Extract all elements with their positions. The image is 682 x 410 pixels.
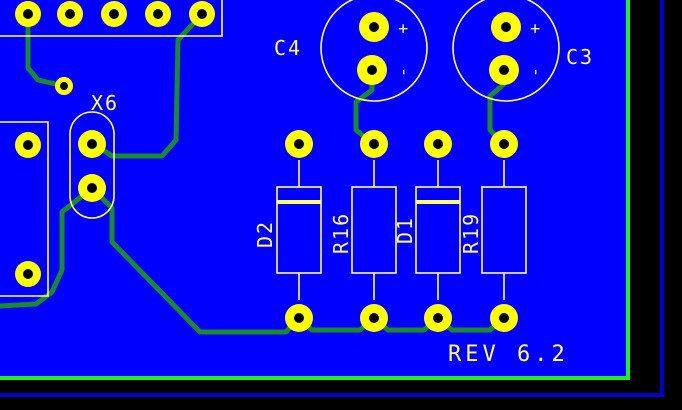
trace-header-to-via [25, 11, 67, 89]
header-pad[interactable] [101, 1, 127, 27]
d1-pad[interactable] [424, 304, 452, 332]
x6-ref-label: X6 [91, 91, 119, 115]
header-pad[interactable] [15, 1, 41, 27]
d1-pad[interactable] [424, 130, 452, 158]
c4-plus-label: + [398, 19, 408, 39]
d1-cathode-band [416, 200, 460, 204]
r16-pad[interactable] [360, 304, 388, 332]
c3-plus-label: + [530, 19, 540, 39]
header-pad[interactable] [189, 1, 215, 27]
trace-x6-bottom [89, 185, 301, 335]
header-outline [0, 0, 223, 37]
c4-ref-label: C4 [274, 36, 302, 60]
header-pad[interactable] [57, 1, 83, 27]
trace-x6-left [0, 185, 95, 309]
left-connector-pad[interactable] [15, 132, 41, 158]
trace-bottom-bus [295, 315, 507, 333]
silkscreen [0, 0, 560, 300]
d2-ref-label: D2 [253, 220, 277, 248]
d1-ref-label: D1 [393, 216, 417, 244]
r19-ref-label: R19 [459, 212, 483, 254]
d2-pad[interactable] [285, 304, 313, 332]
d2-cathode-band [277, 200, 321, 204]
c4-pad[interactable] [357, 55, 387, 85]
x6-pad[interactable] [78, 130, 106, 158]
c3-pad[interactable] [491, 12, 521, 42]
c3-minus-label: - [526, 67, 546, 77]
r19-pad[interactable] [490, 304, 518, 332]
c3-outline [452, 0, 560, 102]
c3-ref-label: C3 [566, 45, 594, 69]
header-pad[interactable] [145, 1, 171, 27]
pads [15, 1, 521, 332]
c4-outline [320, 0, 428, 102]
revision-label: REV 6.2 [448, 342, 569, 367]
d2-pad[interactable] [285, 130, 313, 158]
r16-ref-label: R16 [329, 212, 353, 254]
c3-pad[interactable] [489, 55, 519, 85]
x6-outline [69, 111, 115, 219]
via-pad[interactable] [55, 77, 73, 95]
r19-pad[interactable] [490, 130, 518, 158]
left-connector-pad[interactable] [15, 261, 41, 287]
c4-pad[interactable] [359, 12, 389, 42]
c4-minus-label: - [394, 67, 414, 77]
r16-pad[interactable] [360, 130, 388, 158]
x6-pad[interactable] [78, 174, 106, 202]
left-connector-outline [0, 121, 49, 297]
